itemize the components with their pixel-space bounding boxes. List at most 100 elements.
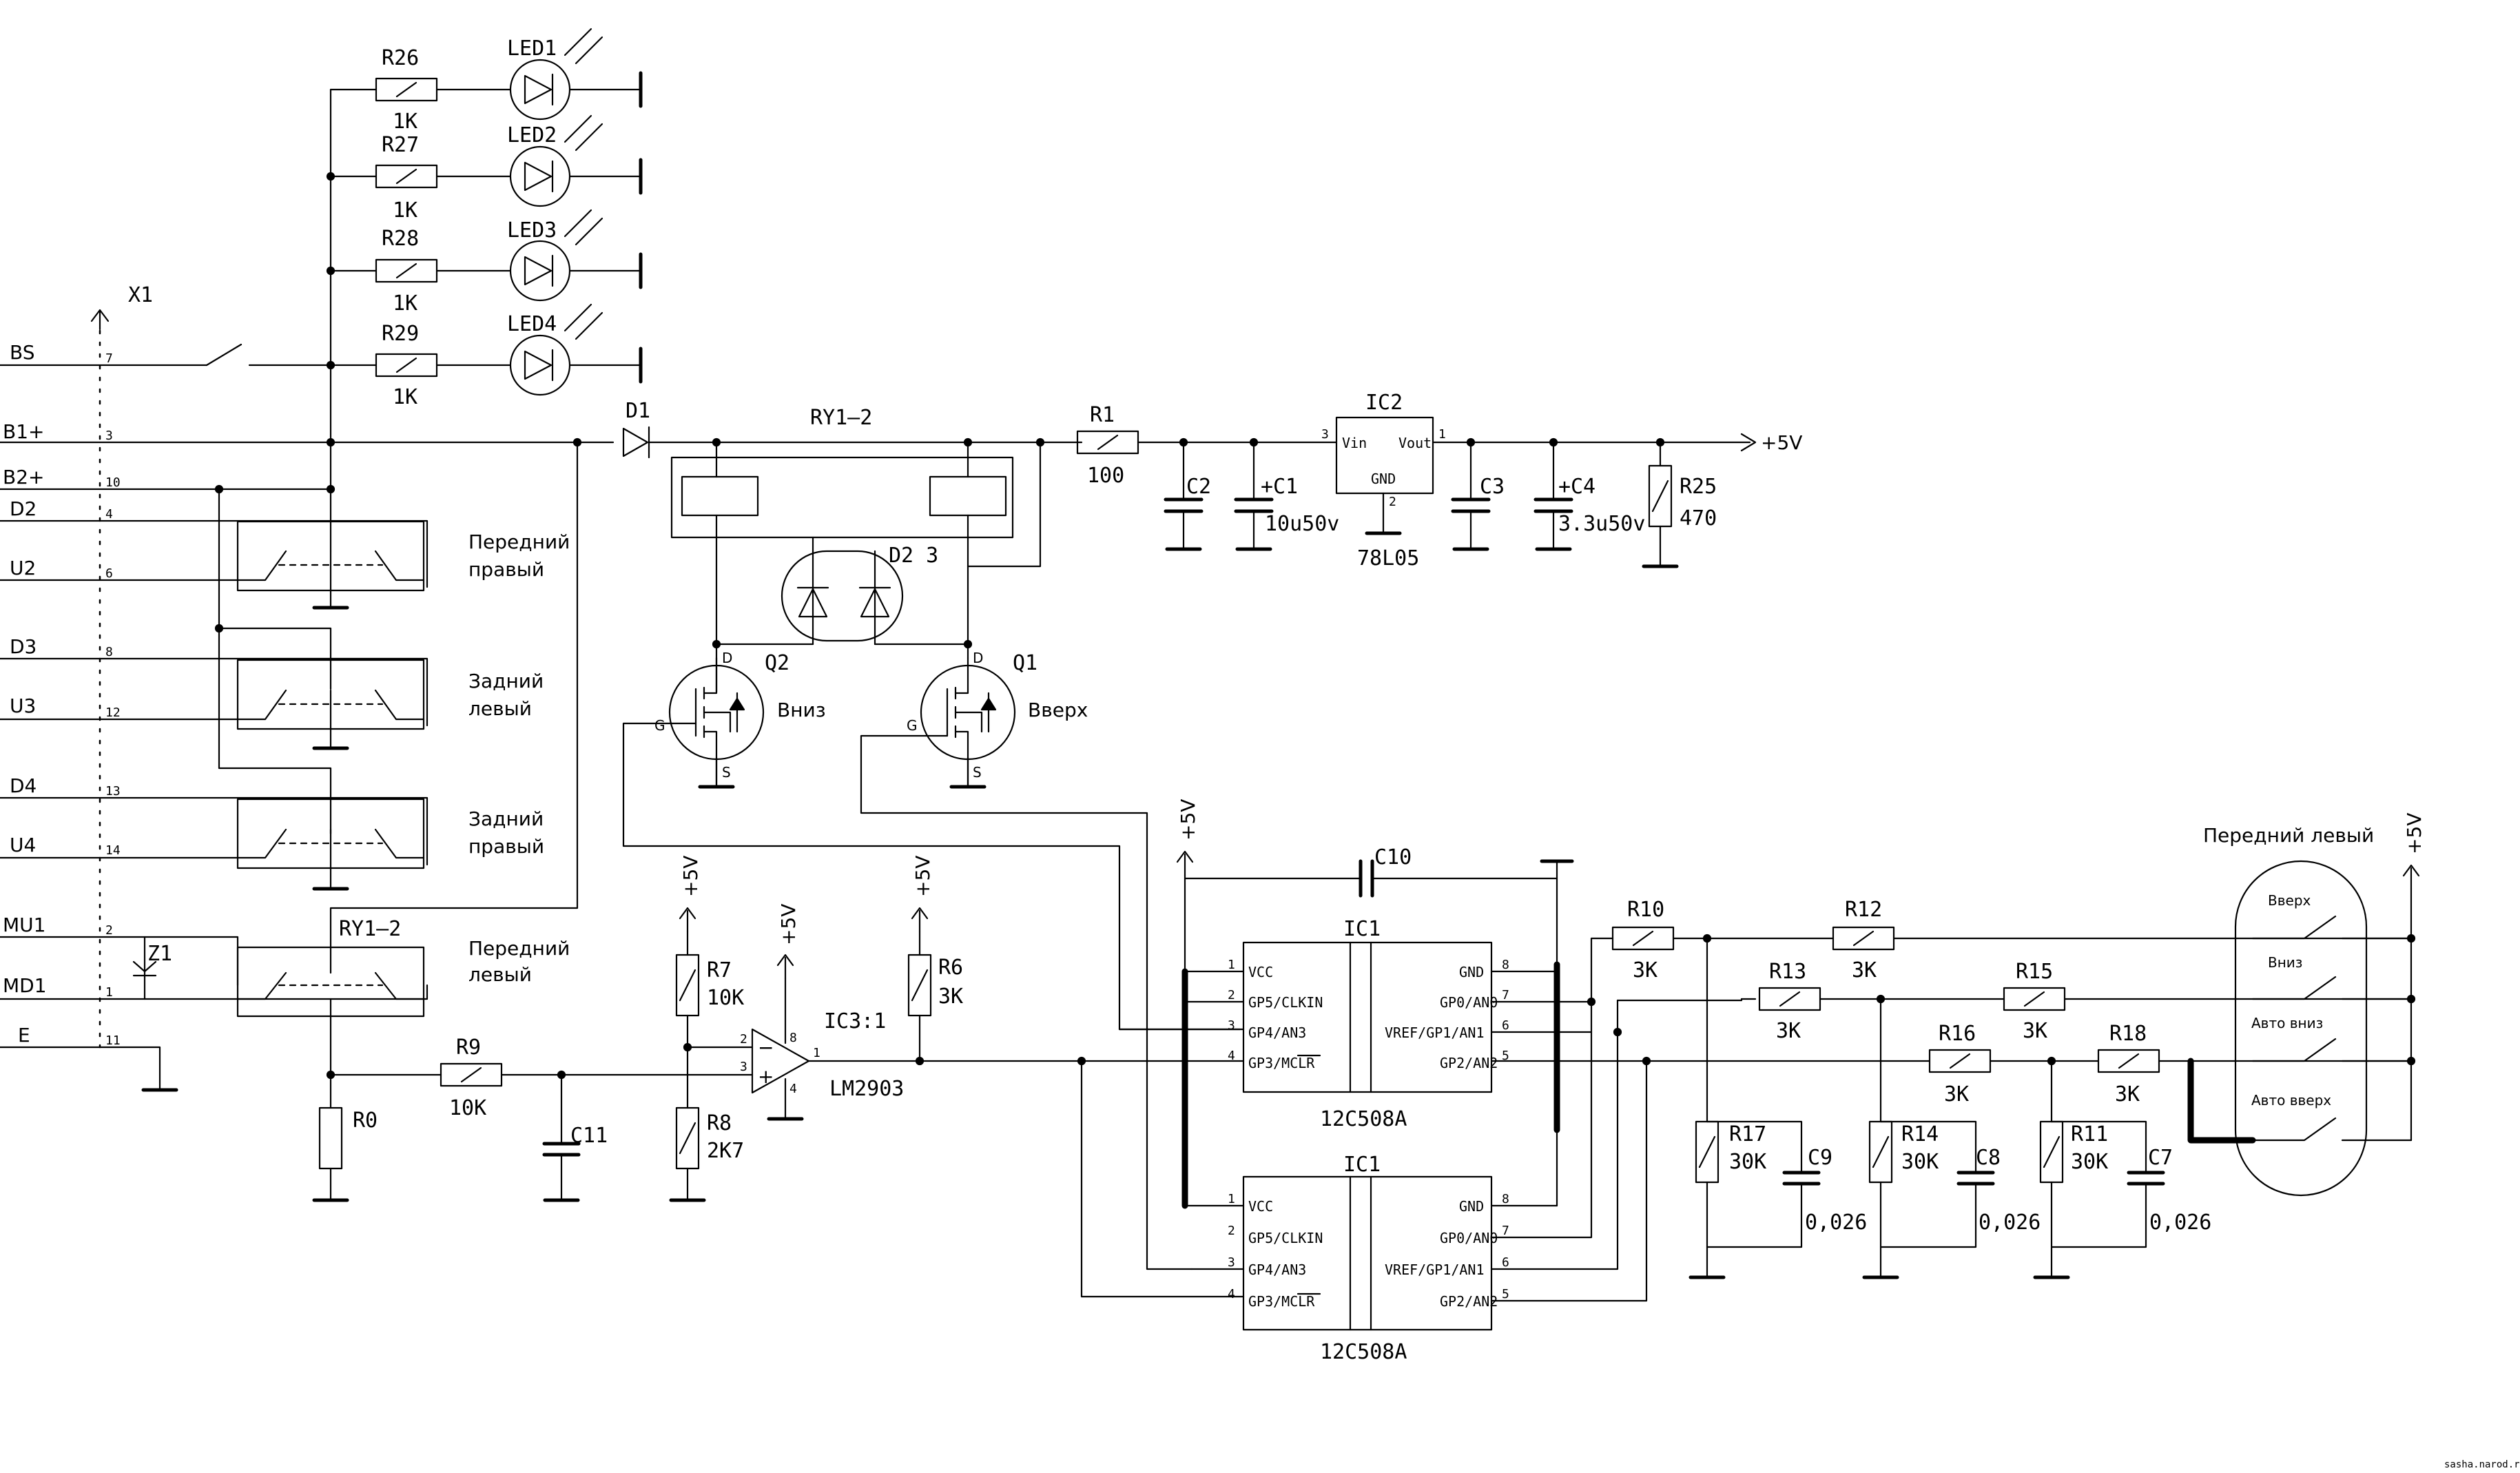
pin-num: 7 bbox=[105, 351, 113, 366]
led-row: R29 1K LED4 bbox=[375, 303, 643, 409]
window-switches: Передний правый Задний левый Задний прав… bbox=[236, 437, 582, 1018]
led-ref: LED1 bbox=[507, 37, 557, 61]
switch-front-right: Передний правый bbox=[236, 520, 570, 608]
pin-num: 10 bbox=[105, 475, 121, 490]
led-resistor-value: 1K bbox=[393, 198, 417, 223]
c4-plus: + bbox=[1558, 475, 1571, 499]
r0-ref: R0 bbox=[353, 1109, 378, 1133]
led-ref: LED4 bbox=[507, 312, 557, 336]
mosfet-q1: D S G Q1 Вверх bbox=[860, 650, 1193, 1270]
r25-value: 470 bbox=[1680, 506, 1717, 531]
ic2-gnd: GND bbox=[1371, 471, 1396, 487]
ic1-ref: IC1 bbox=[1343, 917, 1381, 941]
pin-num: 2 bbox=[1389, 495, 1396, 509]
pin-label-u4: U4 bbox=[10, 834, 36, 856]
r10-ref: R10 bbox=[1627, 898, 1664, 922]
mcu-pin-name: GP3/MCLR bbox=[1248, 1293, 1315, 1310]
panel-button-label: Вниз bbox=[2268, 954, 2302, 971]
led-row: R27 1K LED2 bbox=[375, 114, 643, 223]
c1-ref: C1 bbox=[1273, 475, 1298, 499]
c4-value: 3.3u50v bbox=[1558, 512, 1645, 536]
pin-num: 3 bbox=[740, 1060, 747, 1074]
pin-num: 1 bbox=[813, 1046, 820, 1060]
switch-rear-left: Задний левый bbox=[236, 659, 544, 748]
c8-value: 0,026 bbox=[1979, 1211, 2041, 1235]
pin-num: 6 bbox=[1502, 1018, 1509, 1033]
relay-switch-ref: RY1–2 bbox=[339, 917, 401, 941]
pin-num: 1 bbox=[105, 985, 113, 1000]
pin-num: 2 bbox=[1228, 1224, 1235, 1238]
pin-num: 8 bbox=[1502, 1192, 1509, 1206]
pin-num: 2 bbox=[1228, 988, 1235, 1002]
c9-value: 0,026 bbox=[1805, 1211, 1867, 1235]
pin-num: 3 bbox=[1228, 1255, 1235, 1270]
watermark: sasha.narod.ru bbox=[2444, 1459, 2520, 1470]
pin-num: 2 bbox=[105, 923, 113, 938]
pin-label-d2: D2 bbox=[10, 497, 37, 520]
ic2-vin: Vin bbox=[1342, 435, 1367, 451]
mcu-pin-name: GND bbox=[1459, 964, 1484, 980]
ic2-part: 78L05 bbox=[1357, 546, 1419, 570]
r16-value: 3K bbox=[1944, 1082, 1969, 1106]
q1-s: S bbox=[973, 764, 982, 781]
q1-ref: Q1 bbox=[1013, 651, 1037, 675]
mcu-pin-name: GP0/AN0 bbox=[1440, 994, 1498, 1011]
r6-value: 3K bbox=[938, 985, 963, 1009]
q1-d: D bbox=[973, 650, 983, 666]
r9-ref: R9 bbox=[456, 1036, 481, 1060]
vcc-ic3: +5V bbox=[777, 904, 800, 945]
pin-num: 12 bbox=[105, 705, 121, 720]
switch-label: Передний bbox=[468, 531, 570, 553]
led-array: R26 1K LED1 R27 1K LED2 R28 1K LED3 bbox=[326, 28, 643, 409]
pin-num: 8 bbox=[105, 645, 113, 659]
q2-d: D bbox=[722, 650, 732, 666]
mcu-pin-name: GP0/AN0 bbox=[1440, 1230, 1498, 1246]
led-ref: LED3 bbox=[507, 218, 557, 243]
mcu-pin-name: VREF/GP1/AN1 bbox=[1385, 1261, 1485, 1278]
pin-num: 1 bbox=[1228, 958, 1235, 972]
r12-ref: R12 bbox=[1845, 898, 1882, 922]
vcc-r7: +5V bbox=[679, 856, 702, 897]
r15-ref: R15 bbox=[2016, 960, 2053, 984]
pin-num: 5 bbox=[1502, 1049, 1509, 1063]
panel-button-label: Авто вверх bbox=[2251, 1092, 2331, 1109]
pin-num: 7 bbox=[1502, 1224, 1509, 1238]
vcc-panel: +5V bbox=[2403, 813, 2426, 854]
pin-num: 2 bbox=[740, 1032, 747, 1047]
c9-ref: C9 bbox=[1808, 1146, 1832, 1170]
mcu-pin-name: GP5/CLKIN bbox=[1248, 994, 1323, 1011]
pin-num: 1 bbox=[1438, 427, 1446, 442]
relay-ref: RY1–2 bbox=[810, 406, 872, 430]
r18-value: 3K bbox=[2115, 1082, 2140, 1106]
mcu-pin-name: VREF/GP1/AN1 bbox=[1385, 1024, 1485, 1041]
c1-value: 10u50v bbox=[1265, 512, 1339, 536]
q2-s: S bbox=[722, 764, 731, 781]
led-resistor-ref: R29 bbox=[382, 322, 419, 346]
led-resistor-value: 1K bbox=[393, 385, 417, 409]
switch-label: правый bbox=[468, 558, 544, 581]
z1-ref: Z1 bbox=[147, 942, 172, 966]
pin-num: 14 bbox=[105, 843, 121, 858]
r14-ref: R14 bbox=[1901, 1122, 1939, 1146]
r12-value: 3K bbox=[1852, 958, 1877, 982]
switch-rear-right: Задний правый bbox=[236, 798, 544, 889]
c11-ref: C11 bbox=[570, 1124, 608, 1148]
led-resistor-ref: R27 bbox=[382, 133, 419, 157]
pin-num: 4 bbox=[1228, 1287, 1235, 1301]
switch-label: Задний bbox=[468, 670, 544, 692]
c7-value: 0,026 bbox=[2149, 1211, 2211, 1235]
pin-label-b1: B1+ bbox=[3, 420, 44, 443]
x1-ref: X1 bbox=[128, 283, 153, 307]
mcu-block: +5V C10 IC1 12C508A VCC GP5/CLKIN GP4/AN… bbox=[1077, 799, 1651, 1364]
pin-label-mu1: MU1 bbox=[3, 914, 45, 936]
pin-num: 3 bbox=[1228, 1018, 1235, 1033]
vcc-mcu: +5V bbox=[1177, 799, 1199, 841]
pin-num: 13 bbox=[105, 784, 121, 799]
pin-num: 8 bbox=[1502, 958, 1509, 972]
c3-ref: C3 bbox=[1480, 475, 1505, 499]
ic2-ref: IC2 bbox=[1365, 391, 1403, 415]
resistor-ladder: R10 3K R12 3K R13 3K R15 3K R16 3K R18 3… bbox=[1590, 898, 2413, 1277]
ic1-part: 12C508A bbox=[1320, 1107, 1407, 1131]
r8-value: 2K7 bbox=[707, 1139, 744, 1163]
